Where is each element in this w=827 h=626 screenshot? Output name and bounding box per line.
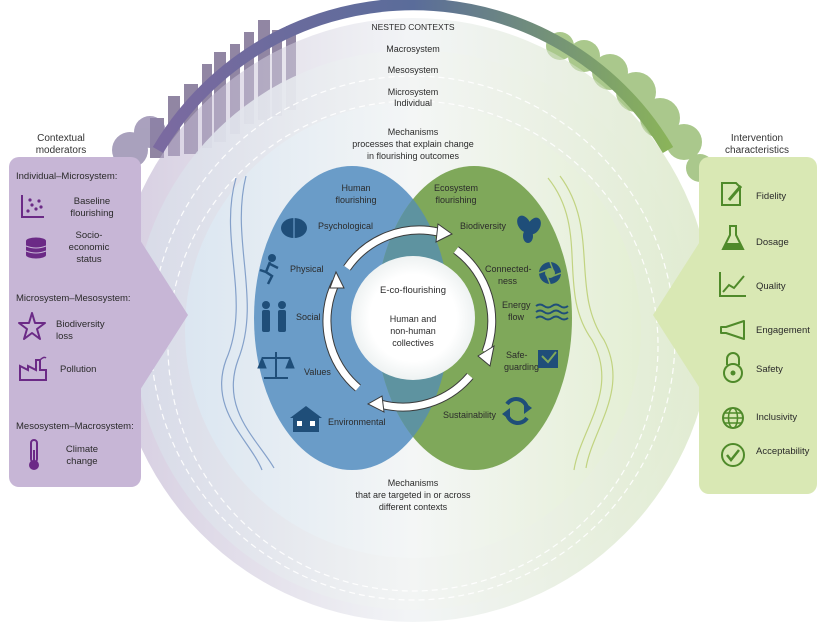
globe-icon xyxy=(722,407,744,429)
brain-icon xyxy=(281,218,307,238)
megaphone-icon xyxy=(720,320,745,340)
svg-text:Ecosystem: Ecosystem xyxy=(434,183,478,193)
section-mesosystem-macrosystem: Mesosystem–Macrosystem: xyxy=(16,421,134,432)
macrosystem-label: Macrosystem xyxy=(386,44,440,54)
center-collectives-circle xyxy=(351,256,475,380)
microsystem-label: Microsystem xyxy=(388,87,439,97)
svg-text:Human and: Human and xyxy=(390,314,437,324)
svg-text:flourishing: flourishing xyxy=(335,195,376,205)
starfish-icon xyxy=(18,312,46,340)
factory-icon xyxy=(19,356,47,381)
inclusivity-label: Inclusivity xyxy=(756,412,798,423)
svg-text:ness: ness xyxy=(498,276,518,286)
people-icon xyxy=(262,301,286,332)
pencil-doc-icon xyxy=(721,182,743,206)
svg-text:Mechanisms: Mechanisms xyxy=(388,478,439,488)
mesosystem-label: Mesosystem xyxy=(388,65,439,75)
safeguard-icon xyxy=(538,350,558,368)
values-label: Values xyxy=(304,367,331,377)
mechanisms-bottom: Mechanisms that are targeted in or acros… xyxy=(355,478,471,512)
svg-text:Safe-: Safe- xyxy=(506,350,528,360)
line-chart-icon xyxy=(719,272,746,297)
aperture-icon xyxy=(538,261,562,285)
acceptability-label: Acceptability xyxy=(756,446,810,457)
runner-icon xyxy=(259,254,279,285)
scales-icon xyxy=(257,352,295,379)
leaf-icon xyxy=(517,215,541,243)
svg-text:that are targeted in or across: that are targeted in or across xyxy=(355,490,471,500)
intervention-characteristics-panel xyxy=(699,157,817,494)
sustainability-label: Sustainability xyxy=(443,410,497,420)
svg-text:non-human: non-human xyxy=(390,326,436,336)
svg-text:Human: Human xyxy=(341,183,370,193)
intervention-characteristics-heading: Intervention characteristics xyxy=(725,133,789,156)
collectives-label: Human and non-human collectives xyxy=(390,314,437,348)
scatter-icon xyxy=(21,195,44,218)
grass-stream-right xyxy=(547,175,614,471)
coins-icon xyxy=(25,237,47,259)
svg-text:in flourishing outcomes: in flourishing outcomes xyxy=(367,151,460,161)
house-icon xyxy=(290,406,322,432)
human-flourishing-title: Human flourishing xyxy=(335,183,376,205)
nested-contexts-label: NESTED CONTEXTS xyxy=(371,22,454,32)
contextual-moderators-heading: Contextual moderators xyxy=(35,133,87,156)
section-individual-microsystem: Individual–Microsystem: xyxy=(16,171,118,182)
physical-label: Physical xyxy=(290,264,324,274)
environmental-label: Environmental xyxy=(328,417,386,427)
contextual-moderators-panel xyxy=(9,157,141,487)
engagement-label: Engagement xyxy=(756,325,810,336)
individual-ring xyxy=(167,100,659,592)
pollution-label: Pollution xyxy=(60,364,97,375)
svg-text:different contexts: different contexts xyxy=(379,502,448,512)
flask-icon xyxy=(721,225,745,250)
quality-label: Quality xyxy=(756,281,786,292)
safeguarding-label: Safe- guarding xyxy=(504,350,539,372)
dosage-label: Dosage xyxy=(756,237,789,248)
right-panel-pointer xyxy=(653,240,701,390)
svg-text:Energy: Energy xyxy=(502,300,531,310)
svg-text:flow: flow xyxy=(508,312,525,322)
lock-icon xyxy=(723,352,743,383)
connectedness-label: Connected- ness xyxy=(485,264,532,286)
nested-contexts-arc xyxy=(152,0,674,154)
section-microsystem-mesosystem: Microsystem–Mesosystem: xyxy=(16,293,131,304)
social-label: Social xyxy=(296,312,321,322)
thermometer-icon xyxy=(29,439,39,470)
cycle-arrows xyxy=(322,225,497,412)
individual-label: Individual xyxy=(394,98,432,108)
check-circle-icon xyxy=(721,443,745,467)
water-stream-left xyxy=(220,175,275,471)
psychological-label: Psychological xyxy=(318,221,373,231)
svg-text:Mechanisms: Mechanisms xyxy=(388,127,439,137)
svg-text:processes that explain change: processes that explain change xyxy=(352,139,474,149)
ecosystem-flourishing-title: Ecosystem flourishing xyxy=(434,183,478,205)
e-co-flourishing-title: E-co-flourishing xyxy=(380,285,446,296)
mechanisms-top: Mechanisms processes that explain change… xyxy=(352,127,474,161)
svg-text:guarding: guarding xyxy=(504,362,539,372)
left-panel-pointer xyxy=(140,240,188,390)
waves-icon xyxy=(535,303,569,321)
svg-text:Connected-: Connected- xyxy=(485,264,532,274)
energy-flow-label: Energy flow xyxy=(502,300,531,322)
safety-label: Safety xyxy=(756,364,783,375)
arrow-heads xyxy=(329,223,495,413)
fidelity-label: Fidelity xyxy=(756,191,787,202)
svg-text:flourishing: flourishing xyxy=(435,195,476,205)
svg-text:collectives: collectives xyxy=(392,338,434,348)
biodiversity-label: Biodiversity xyxy=(460,221,507,231)
